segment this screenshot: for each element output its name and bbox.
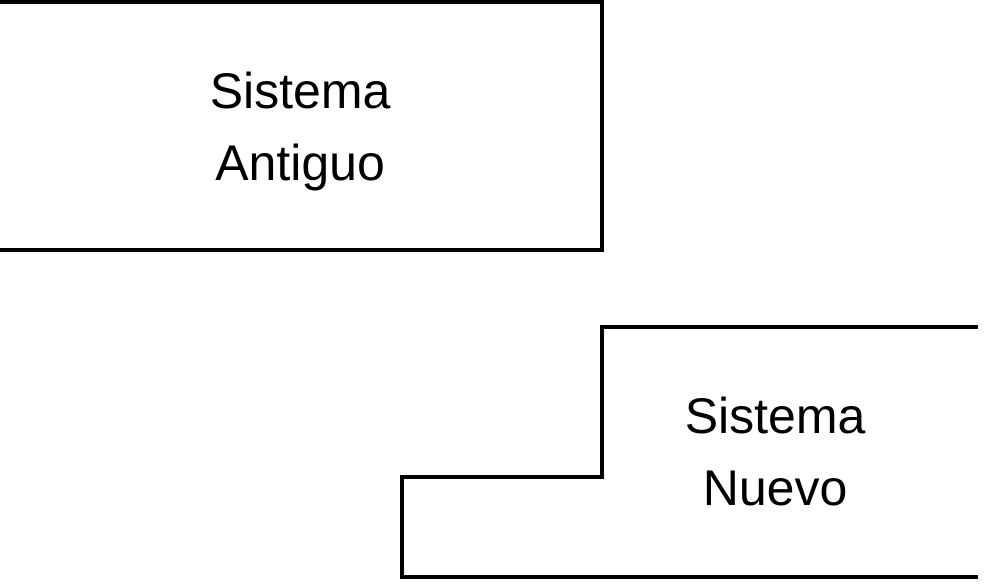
old-system-label: Sistema Antiguo — [150, 55, 450, 199]
old-system-label-line2: Antiguo — [215, 135, 385, 191]
new-system-label-line2: Nuevo — [702, 460, 848, 516]
new-system-label-line1: Sistema — [684, 388, 866, 444]
new-system-label: Sistema Nuevo — [625, 380, 925, 524]
new-system-box — [400, 325, 978, 579]
old-system-label-line1: Sistema — [209, 63, 391, 119]
old-system-box — [0, 0, 604, 252]
